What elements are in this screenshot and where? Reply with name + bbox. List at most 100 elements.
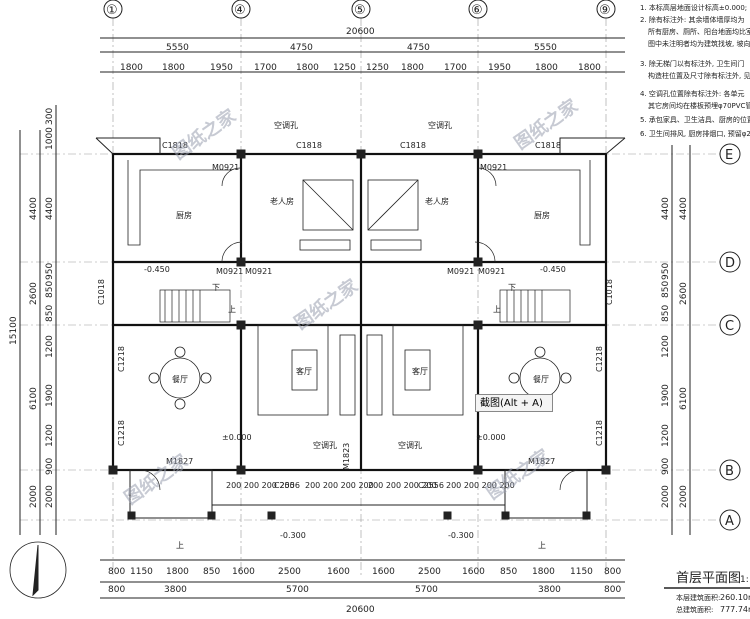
dim-right: 2600: [679, 282, 689, 305]
room-dining-left: 餐厅: [172, 375, 188, 384]
note-line: 6. 卫生间排风, 厨房排烟口, 预留φ20: [640, 129, 750, 138]
dim-bottom-fine: 1600: [462, 567, 485, 577]
dim-left-fine: 1900: [45, 384, 55, 407]
tag-level: -0.450: [540, 265, 566, 274]
dim-bottom: 800: [604, 585, 621, 595]
axis-label-4: ④: [234, 3, 246, 18]
dim-top-fine: 1250: [366, 63, 389, 73]
axis-bubbles-top: ① ④ ⑤ ⑥ ⑨: [103, 0, 616, 19]
note-line: 4. 空调孔位置除有标注外: 各单元: [640, 89, 745, 98]
dim-right-fine: 950: [661, 263, 671, 280]
tag-level-ext: -0.300: [280, 531, 306, 540]
tag-c2556: C2556: [418, 481, 444, 490]
area-total-value: 777.74m²: [720, 605, 750, 614]
tag-c1218: C1218: [117, 420, 126, 446]
dim-right: 2000: [679, 485, 689, 508]
room-kitchen-left: 厨房: [176, 210, 192, 220]
tag-c2556-dims: 200 200 200 200: [226, 481, 295, 490]
dim-bottom-fine: 850: [203, 567, 220, 577]
dim-left-fine: 950: [45, 263, 55, 280]
tag-c2556-dims: 200 200 200 200: [368, 481, 437, 490]
dim-right-fine: 900: [661, 458, 671, 475]
dim-right-fine: 4400: [661, 197, 671, 220]
tag-ac-hole: 空调孔: [428, 120, 452, 130]
axis-label-b: B: [725, 464, 734, 479]
axis-label-6: ⑥: [471, 3, 483, 18]
dim-top: 5550: [534, 43, 557, 53]
dim-left: 6100: [29, 387, 39, 410]
tag-c2556-dims: 200 200 200 200: [446, 481, 515, 490]
room-living-right: 客厅: [412, 366, 428, 376]
tag-c1218: C1218: [595, 346, 604, 372]
tag-up: 上: [228, 305, 236, 314]
tag-down: 下: [212, 283, 220, 292]
dim-top-fine: 1800: [401, 63, 424, 73]
watermarks: 图纸之家 图纸之家 图纸之家 图纸之家 图纸之家: [120, 94, 582, 509]
tag-m0921: M0921: [212, 163, 239, 172]
dim-left-fine: 1200: [45, 335, 55, 358]
dim-bottom-fine: 1600: [327, 567, 350, 577]
room-dining-right: 餐厅: [533, 375, 549, 384]
room-elder-right: 老人房: [425, 196, 449, 206]
notes: 1. 本标高层地面设计标高±0.000; 2. 除有标注外: 其余墙体墙厚均为 …: [640, 3, 750, 138]
dim-left-fine: 850: [45, 305, 55, 322]
dim-overall-bottom: 20600: [346, 605, 375, 615]
dim-top: 5550: [166, 43, 189, 53]
drawing-title: 首层平面图: [676, 571, 741, 586]
tag-up: 上: [493, 305, 501, 314]
watermark-text: 图纸之家: [168, 104, 240, 164]
axis-label-e: E: [725, 148, 733, 163]
dim-right-fine: 1200: [661, 424, 671, 447]
tag-c1218: C1218: [117, 346, 126, 372]
dim-bottom: 5700: [415, 585, 438, 595]
dim-bottom-fine: 1800: [166, 567, 189, 577]
room-labels: 厨房 厨房 老人房 老人房 客厅 客厅 餐厅 餐厅: [172, 196, 550, 384]
dim-right: 4400: [679, 197, 689, 220]
axis-label-5: ⑤: [354, 3, 366, 18]
note-line: 所有厨房、厕所、阳台地面均比室内: [648, 27, 750, 36]
dim-top-fine: 1700: [254, 63, 277, 73]
dim-bottom-fine: 1600: [372, 567, 395, 577]
dim-bottom: 5700: [286, 585, 309, 595]
tag-m0921: M0921: [480, 163, 507, 172]
tag-m1823: M1823: [342, 443, 351, 470]
tag-c2556-dims: 200 200 200 200: [305, 481, 374, 490]
title-block: 首层平面图 1: 本层建筑面积: 260.10m² 总建筑面积: 777.74m…: [664, 571, 750, 614]
tag-m0921: M0921: [478, 267, 505, 276]
dim-bottom: 800: [108, 585, 125, 595]
note-line: 2. 除有标注外: 其余墙体墙厚均为: [640, 15, 745, 24]
dim-bottom: 3800: [538, 585, 561, 595]
dim-left-fine: 2000: [45, 485, 55, 508]
screenshot-tooltip: 截图(Alt + A): [475, 394, 553, 412]
dim-bottom-fine: 2500: [278, 567, 301, 577]
tag-m0921: M0921: [245, 267, 272, 276]
tag-level-zero: ±0.000: [476, 433, 506, 442]
dim-bottom-fine: 850: [500, 567, 517, 577]
room-kitchen-right: 厨房: [534, 210, 550, 220]
dim-right-fine: 2000: [661, 485, 671, 508]
dim-overall-top: 20600: [346, 27, 375, 37]
dim-right-fine: 1900: [661, 384, 671, 407]
dim-bottom-fine: 1150: [570, 567, 593, 577]
note-line: 5. 承包家具、卫生洁具、厨房的位置: [640, 115, 750, 124]
dim-left: 2000: [29, 485, 39, 508]
dim-top: 4750: [290, 43, 313, 53]
tag-level-ext: -0.300: [448, 531, 474, 540]
right-dimensions: 4400 950 850 850 1200 1900 1200 900 2000…: [661, 197, 689, 508]
dim-bottom-fine: 800: [604, 567, 621, 577]
left-dimensions: 15100 4400 2600 6100 2000 300 1000 4400 …: [9, 108, 55, 508]
area-building-value: 260.10m²: [720, 593, 750, 602]
tag-m1827: M1827: [528, 457, 555, 466]
tag-ac-hole: 空调孔: [313, 440, 337, 450]
dim-left-fine: 4400: [45, 197, 55, 220]
tag-c1018: C1018: [97, 279, 106, 305]
watermark-text: 图纸之家: [482, 444, 554, 504]
note-line: 图中未注明者均为建筑找坡, 坡向地: [648, 39, 750, 48]
dim-bottom: 3800: [164, 585, 187, 595]
tag-ac-hole: 空调孔: [274, 120, 298, 130]
dim-top-fine: 1950: [488, 63, 511, 73]
tag-m0921: M0921: [216, 267, 243, 276]
tag-c1818: C1818: [400, 141, 426, 150]
dim-top-fine: 1800: [296, 63, 319, 73]
dim-bottom-fine: 1150: [130, 567, 153, 577]
